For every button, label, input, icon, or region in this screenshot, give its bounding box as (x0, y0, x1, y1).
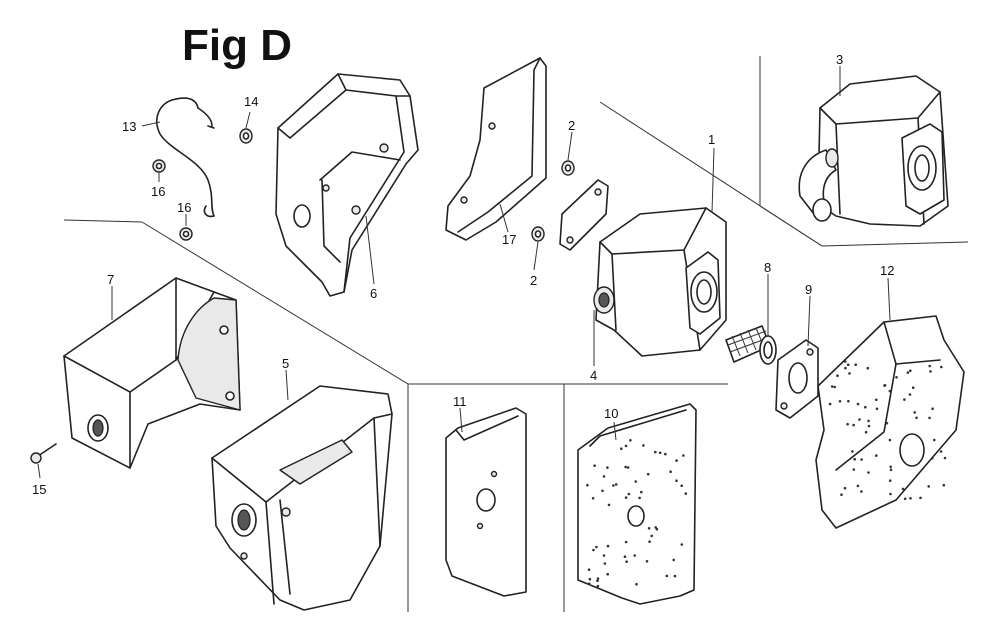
part-10-perforated-plate (577, 403, 697, 605)
part-8-spark-arrester (725, 325, 777, 365)
callout-11: 11 (453, 394, 467, 409)
part-1-muffler (593, 207, 727, 357)
callout-2-lower: 2 (530, 273, 537, 288)
perforation-dots (586, 439, 688, 588)
callout-2-upper: 2 (568, 118, 575, 133)
callout-9: 9 (805, 282, 812, 297)
part-2-washers (531, 160, 575, 242)
part-7-guard (63, 277, 241, 469)
callout-1: 1 (708, 132, 715, 147)
part-9-gasket (775, 339, 819, 419)
part-17-bracket (445, 57, 547, 241)
part-3-muffler-assembly (798, 75, 949, 227)
callout-3: 3 (836, 52, 843, 67)
part-15-screw (30, 443, 57, 464)
callout-13: 13 (122, 119, 136, 134)
part-14-nut (239, 128, 253, 144)
callout-16-left: 16 (151, 184, 165, 199)
part-exhaust-gasket-small (559, 179, 609, 251)
perforation-dots (828, 360, 947, 501)
callout-5: 5 (282, 356, 289, 371)
callout-15: 15 (32, 482, 46, 497)
part-6-protector-cover (275, 73, 419, 297)
callout-4: 4 (590, 368, 597, 383)
callout-12: 12 (880, 263, 894, 278)
callout-7: 7 (107, 272, 114, 287)
callout-labels: 1 2 2 3 4 5 6 7 8 9 10 11 12 13 14 15 16… (32, 52, 894, 497)
callout-17: 17 (502, 232, 516, 247)
callout-8: 8 (764, 260, 771, 275)
leader-lines (37, 66, 891, 479)
part-13-wire-spring (156, 97, 215, 218)
part-5-lower-cover (211, 385, 393, 611)
callout-16-right: 16 (177, 200, 191, 215)
part-11-plate (445, 407, 527, 597)
part-12-perforated-shield (815, 315, 965, 529)
callout-14: 14 (244, 94, 258, 109)
callout-6: 6 (370, 286, 377, 301)
callout-10: 10 (604, 406, 618, 421)
section-dividers (63, 56, 969, 612)
figure-title: Fig D (182, 21, 292, 70)
